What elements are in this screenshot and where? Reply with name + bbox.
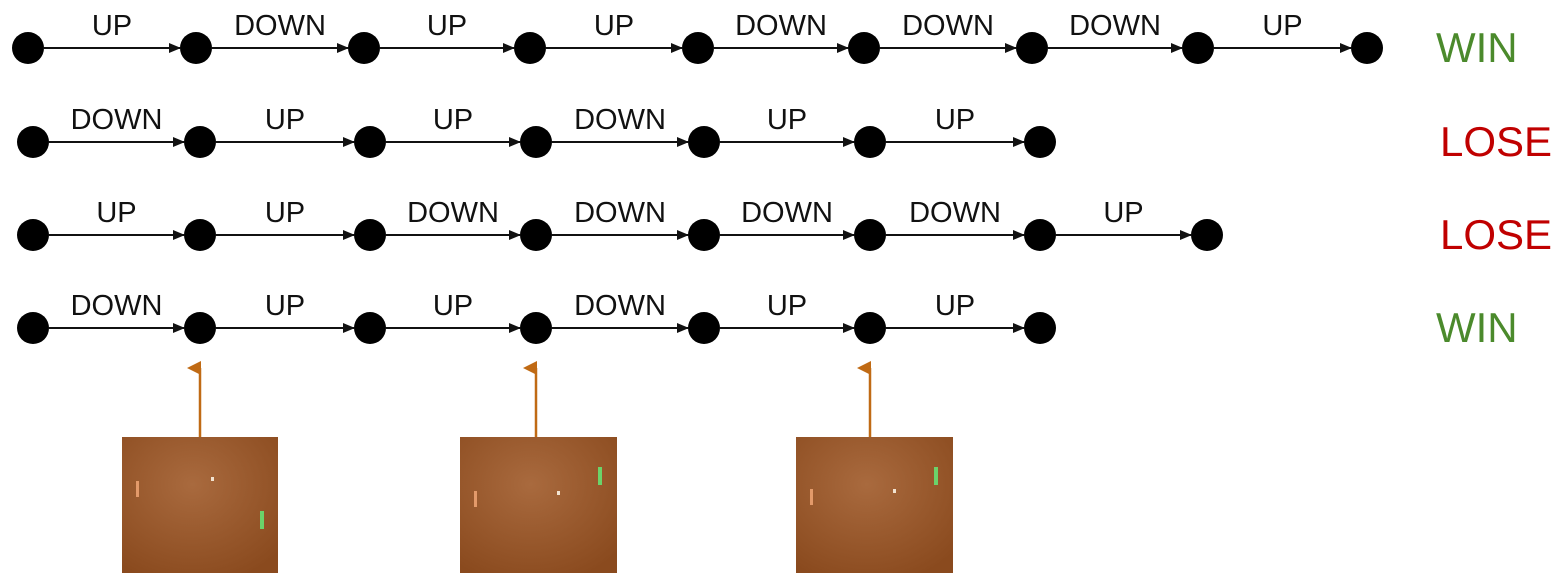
game-frame xyxy=(460,361,617,573)
episode-row: DOWN UP UP DOWN UP UP WIN xyxy=(17,290,1518,351)
state-node xyxy=(348,32,380,64)
pong-frame xyxy=(122,437,278,573)
state-node xyxy=(17,126,49,158)
action-label: UP xyxy=(594,10,634,42)
outcome-label: LOSE xyxy=(1440,211,1552,258)
right-paddle xyxy=(260,511,264,529)
state-node xyxy=(854,219,886,251)
action-label: DOWN xyxy=(407,197,499,229)
game-frames xyxy=(122,361,953,573)
state-node xyxy=(520,126,552,158)
action-label: UP xyxy=(265,197,305,229)
action-label: DOWN xyxy=(574,290,666,322)
action-label: UP xyxy=(265,104,305,136)
state-node xyxy=(184,312,216,344)
action-label: UP xyxy=(767,104,807,136)
game-frame xyxy=(122,361,278,573)
action-label: UP xyxy=(92,10,132,42)
left-paddle xyxy=(136,481,139,497)
state-node xyxy=(1016,32,1048,64)
action-label: UP xyxy=(265,290,305,322)
outcome-label: WIN xyxy=(1436,24,1518,71)
pong-frame xyxy=(796,437,953,573)
action-label: DOWN xyxy=(71,104,163,136)
action-label: DOWN xyxy=(909,197,1001,229)
action-label: DOWN xyxy=(902,10,994,42)
state-node xyxy=(1182,32,1214,64)
state-node xyxy=(12,32,44,64)
state-node xyxy=(17,312,49,344)
action-label: UP xyxy=(433,290,473,322)
state-node xyxy=(1024,312,1056,344)
right-paddle xyxy=(598,467,602,485)
action-label: UP xyxy=(96,197,136,229)
state-node xyxy=(1351,32,1383,64)
state-node xyxy=(682,32,714,64)
state-node xyxy=(184,219,216,251)
action-label: DOWN xyxy=(574,104,666,136)
state-node xyxy=(354,312,386,344)
left-paddle xyxy=(474,491,477,507)
action-label: UP xyxy=(767,290,807,322)
action-label: DOWN xyxy=(1069,10,1161,42)
action-label: UP xyxy=(427,10,467,42)
action-label: DOWN xyxy=(71,290,163,322)
state-node xyxy=(514,32,546,64)
state-node xyxy=(688,126,720,158)
action-label: UP xyxy=(1262,10,1302,42)
action-label: UP xyxy=(935,104,975,136)
ball xyxy=(893,489,896,493)
state-node xyxy=(1191,219,1223,251)
ball xyxy=(211,477,214,481)
state-node xyxy=(688,219,720,251)
state-node xyxy=(354,126,386,158)
action-label: UP xyxy=(935,290,975,322)
pong-frame xyxy=(460,437,617,573)
state-node xyxy=(1024,126,1056,158)
state-node xyxy=(184,126,216,158)
episode-row: DOWN UP UP DOWN UP UP LOSE xyxy=(17,104,1552,165)
action-label: UP xyxy=(433,104,473,136)
state-node xyxy=(17,219,49,251)
left-paddle xyxy=(810,489,813,505)
state-node xyxy=(520,219,552,251)
action-label: DOWN xyxy=(234,10,326,42)
action-label: UP xyxy=(1103,197,1143,229)
state-node xyxy=(354,219,386,251)
state-node xyxy=(520,312,552,344)
outcome-label: LOSE xyxy=(1440,118,1552,165)
outcome-label: WIN xyxy=(1436,304,1518,351)
episode-row: UP UP DOWN DOWN DOWN DOWN UP LOSE xyxy=(17,197,1552,258)
state-node xyxy=(688,312,720,344)
state-node xyxy=(854,126,886,158)
state-node xyxy=(1024,219,1056,251)
action-label: DOWN xyxy=(574,197,666,229)
state-node xyxy=(848,32,880,64)
action-label: DOWN xyxy=(735,10,827,42)
ball xyxy=(557,491,560,495)
state-node xyxy=(854,312,886,344)
action-label: DOWN xyxy=(741,197,833,229)
game-frame xyxy=(796,361,953,573)
episode-row: UP DOWN UP UP DOWN DOWN DOWN UP WIN xyxy=(12,10,1518,71)
right-paddle xyxy=(934,467,938,485)
state-node xyxy=(180,32,212,64)
